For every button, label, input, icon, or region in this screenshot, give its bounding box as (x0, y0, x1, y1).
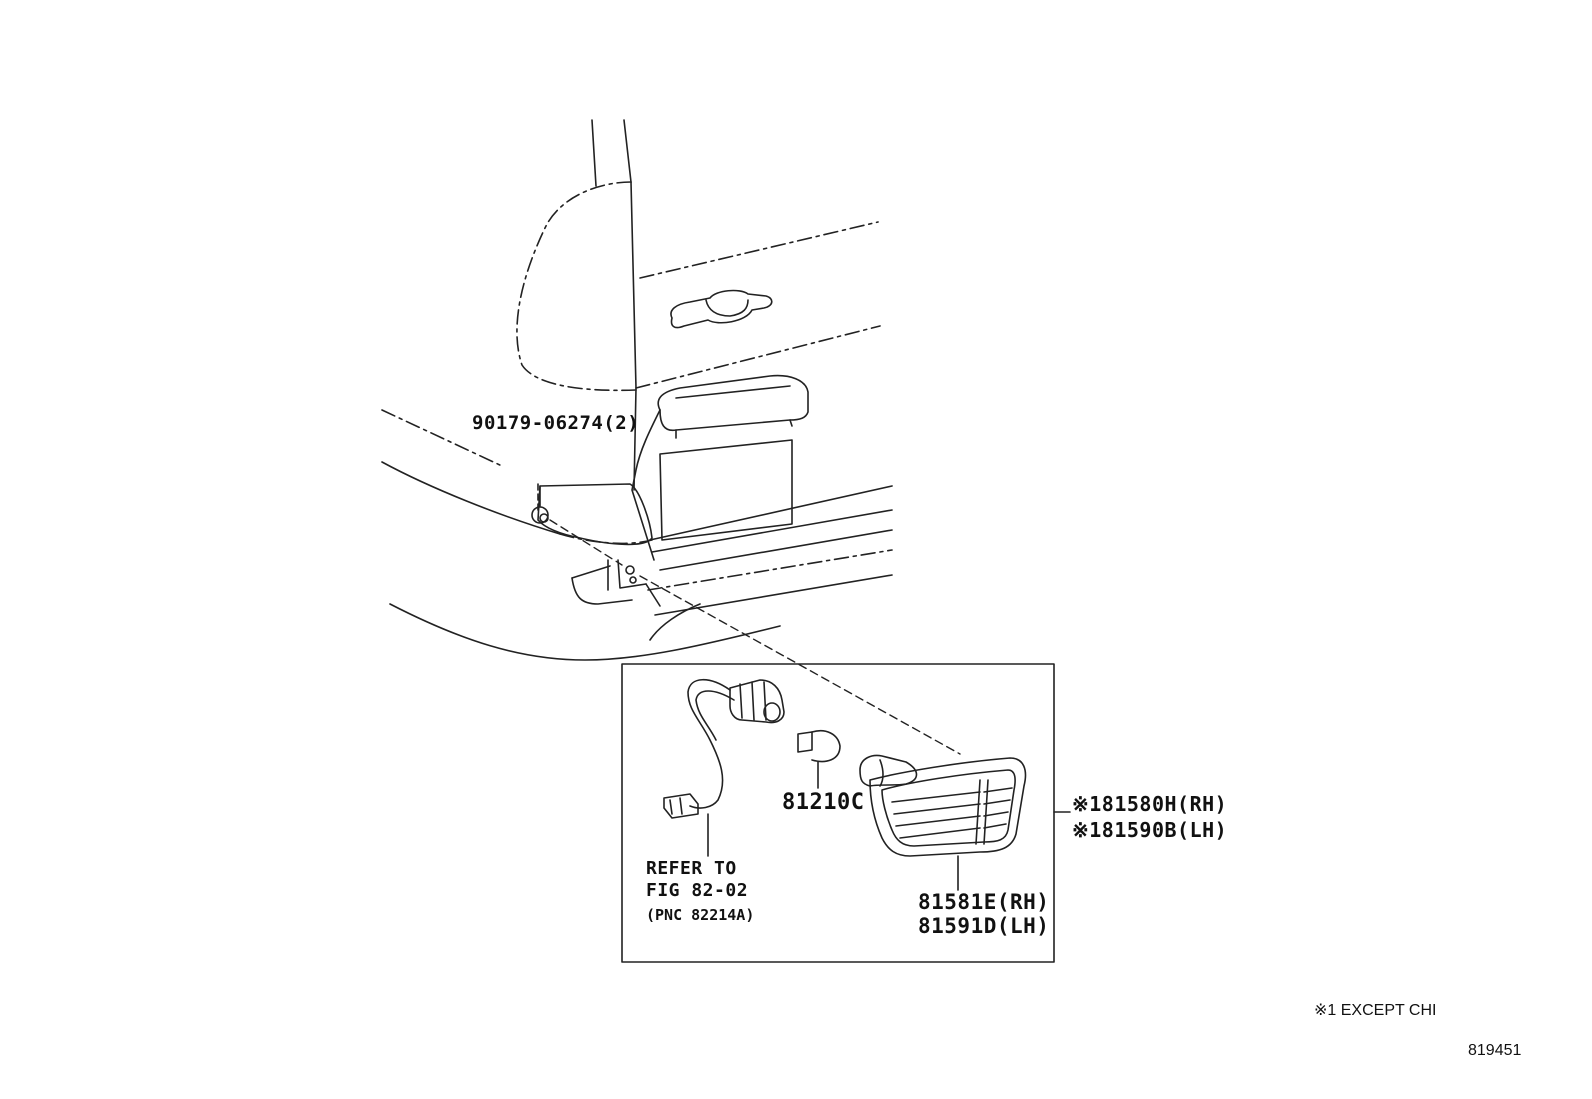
label-refer-line3: (PNC 82214A) (646, 906, 755, 924)
bulb-81210c (797, 730, 841, 789)
bracket-holes (625, 565, 637, 584)
diagram-id: 819451 (1468, 1042, 1522, 1059)
label-bulb: 81210C (782, 790, 865, 815)
label-lens-lh: 81591D(LH) (918, 914, 1050, 938)
assembly-leader-lines (549, 519, 961, 755)
screw-90179 (531, 485, 549, 524)
detail-frame (621, 663, 1055, 963)
quarter-lamp-housing (631, 374, 809, 561)
side-marker-lamp (859, 754, 1027, 891)
socket-and-wire (663, 678, 785, 857)
label-screw: 90179-06274(2) (472, 412, 640, 434)
footnote: ※1 EXCEPT CHI (1314, 1002, 1437, 1019)
label-refer-line1: REFER TO (646, 858, 737, 879)
label-assy-rh: ※181580H(RH) (1072, 792, 1228, 816)
vehicle-body-outline (381, 119, 893, 661)
label-assy-lh: ※181590B(LH) (1072, 818, 1228, 842)
label-lens-rh: 81581E(RH) (918, 890, 1050, 914)
label-refer-line2: FIG 82-02 (646, 880, 749, 901)
